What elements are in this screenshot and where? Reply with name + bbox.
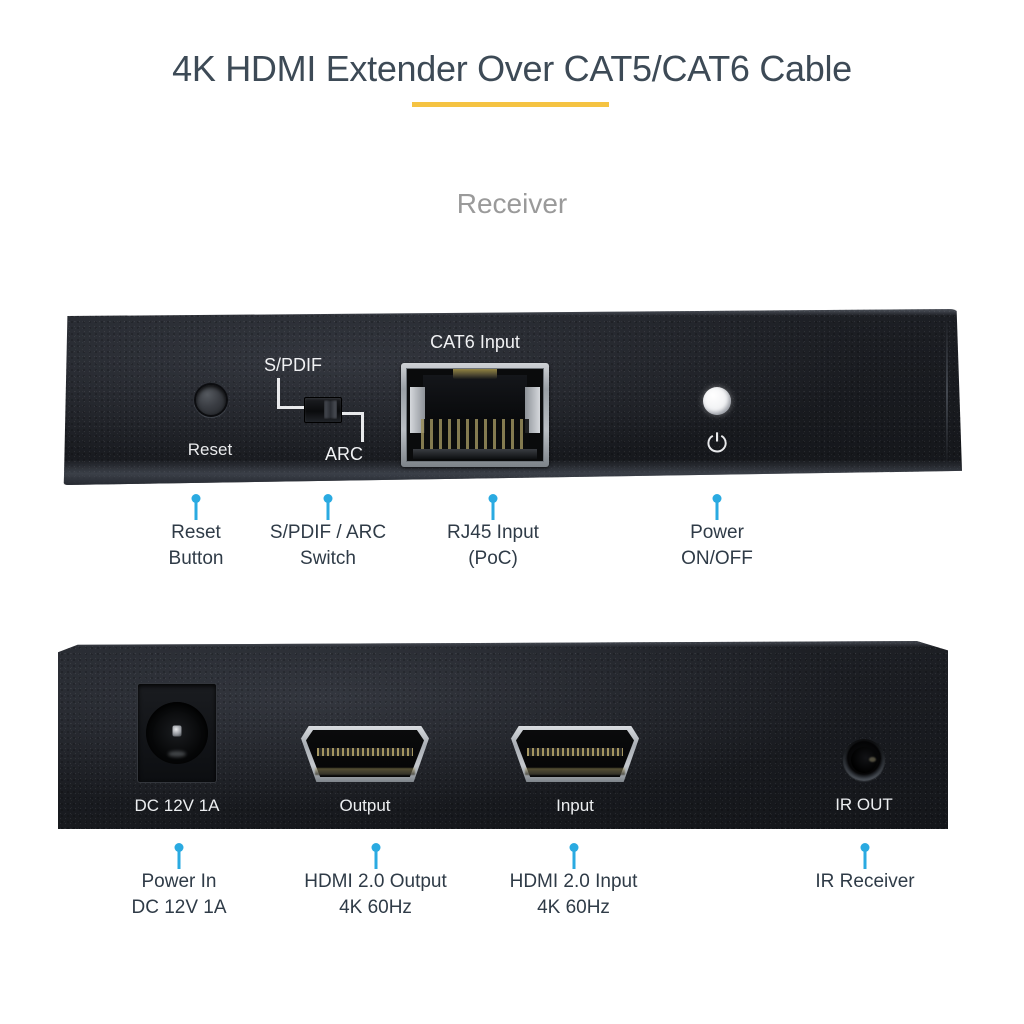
page-subtitle: Receiver [456,188,568,219]
callout-label-primary: HDMI 2.0 Output [304,871,447,892]
callout-label-secondary: ON/OFF [681,548,753,569]
arc-bracket-line [342,412,364,442]
spdif-silkscreen-label: S/PDIF [264,355,323,375]
callout-pin-icon [288,843,463,869]
callout-label-primary: HDMI 2.0 Input [509,871,638,892]
dc-jack-center-pin [172,725,182,737]
power-led-indicator[interactable] [703,387,731,415]
hdmi-contact-pins [317,748,413,756]
callout-label-primary: IR Receiver [815,871,915,892]
hdmi-floor [315,768,415,775]
ir-out-silkscreen-label: IR OUT [835,795,893,814]
panel-top-edge [63,309,962,316]
callout-label-secondary: (PoC) [468,548,518,569]
callout-label-primary: Power In [141,871,217,892]
callout-pin-icon [800,843,930,869]
callout-pin-icon [131,494,261,520]
callout-spdif-arc-switch: S/PDIF / ARC Switch [258,494,398,572]
page-title: 4K HDMI Extender Over CAT5/CAT6 Cable [172,48,852,89]
callout-label-secondary: 4K 60Hz [339,897,412,918]
callout-pin-icon [652,494,782,520]
callout-reset-button: Reset Button [131,494,261,572]
callout-power-onoff: Power ON/OFF [652,494,782,572]
callout-label-secondary: DC 12V 1A [131,897,227,918]
ir-out-jack[interactable] [843,739,885,781]
dc-jack-barrel [146,702,208,764]
callout-ir-receiver: IR Receiver [800,843,930,895]
cat6-input-silkscreen-label: CAT6 Input [430,332,520,352]
rj45-cat6-input-port[interactable] [401,363,549,467]
ir-jack-hole [851,747,877,773]
power-symbol-icon: ⏻ [706,428,728,458]
panel-top-edge [58,641,948,647]
arc-silkscreen-label: ARC [325,444,364,464]
callout-label-secondary: Switch [300,548,356,569]
dc-silkscreen-label: DC 12V 1A [134,796,220,815]
hdmi-output-silkscreen-label: Output [339,796,391,815]
dc-power-input-jack[interactable] [137,683,217,783]
callout-label-primary: Power [690,522,744,543]
callout-pin-icon [114,843,244,869]
callout-hdmi-input: HDMI 2.0 Input 4K 60Hz [491,843,656,921]
callout-label-primary: RJ45 Input [447,522,539,543]
callout-pin-icon [428,494,558,520]
spdif-bracket-line [277,378,305,409]
hdmi-input-silkscreen-label: Input [556,796,594,815]
callout-pin-icon [258,494,398,520]
callout-power-in: Power In DC 12V 1A [114,843,244,921]
rj45-floor [413,449,537,459]
hdmi-contact-pins [527,748,623,756]
hdmi-floor [525,768,625,775]
dc-jack-glint [168,750,186,757]
callout-rj45-input: RJ45 Input (PoC) [428,494,558,572]
hdmi-output-port[interactable] [301,726,429,782]
hdmi-input-port[interactable] [511,726,639,782]
rj45-contact-pins [421,419,529,449]
callout-pin-icon [491,843,656,869]
rj45-inner-housing [406,368,544,462]
reset-button[interactable] [194,383,228,417]
callout-hdmi-output: HDMI 2.0 Output 4K 60Hz [288,843,463,921]
callout-label-secondary: 4K 60Hz [537,897,610,918]
callout-label-primary: Reset [171,522,221,543]
reset-silkscreen-label: Reset [187,440,233,459]
spdif-arc-slide-switch[interactable] [304,397,342,423]
callout-label-secondary: Button [168,548,224,569]
callout-label-primary: S/PDIF / ARC [269,522,387,543]
ir-jack-glint [869,757,877,763]
panel-inner-bevel [946,317,948,467]
title-underline-accent [412,102,609,107]
switch-actuator[interactable] [324,400,337,419]
rj45-clip-notch [453,369,497,379]
